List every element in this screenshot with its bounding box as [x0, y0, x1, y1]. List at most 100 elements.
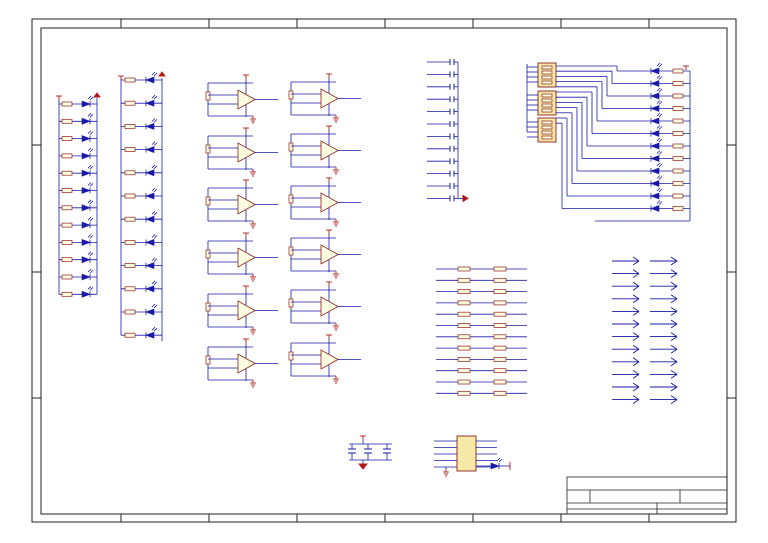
switch-segment: [541, 65, 553, 70]
arrow-head: [632, 357, 640, 363]
resistor-icon: [124, 309, 136, 315]
arrow-head: [670, 269, 678, 274]
led-body: [650, 205, 660, 212]
resistor-icon: [124, 147, 136, 152]
arrow-port-icon: [650, 269, 678, 278]
resistor-icon: [61, 170, 73, 176]
led-ray: [89, 96, 94, 101]
led-column-middle: [118, 71, 166, 342]
arrow-port-icon: [612, 319, 640, 329]
led-ray: [89, 200, 94, 205]
arrow-port-icon: [612, 294, 640, 304]
arrow-port-icon: [650, 281, 678, 291]
led-ray: [151, 210, 156, 215]
led-body: [81, 238, 91, 246]
resistor-icon: [205, 355, 211, 365]
driver-ic: [434, 435, 511, 477]
arrow-port-icon: [612, 344, 640, 354]
led-icon: [81, 95, 94, 108]
gnd-icon: [333, 167, 339, 175]
led-icon: [145, 326, 158, 339]
arrow-port-icon: [650, 307, 678, 316]
led-body: [650, 130, 660, 137]
resistor-icon: [672, 206, 684, 211]
led-ray: [496, 457, 501, 462]
opamp-icon: [205, 74, 278, 124]
gnd-icon: [250, 169, 256, 177]
resistor-icon: [288, 351, 294, 361]
led-ray: [153, 95, 158, 100]
ic-body: [456, 435, 477, 472]
resistor-icon: [493, 323, 507, 328]
opamp-icon: [205, 127, 278, 177]
resistor-icon: [61, 274, 73, 280]
resistor-icon: [493, 390, 507, 396]
led-icon: [81, 251, 94, 264]
led-icon: [650, 187, 663, 200]
arrow-head: [632, 399, 640, 404]
arrow-head: [670, 336, 678, 341]
opamp-icon: [288, 229, 361, 279]
arrow-head: [632, 344, 640, 350]
resistor-icon: [457, 323, 471, 328]
resistor-icon: [124, 263, 136, 268]
capacitor-bank: [427, 59, 469, 203]
led-body: [81, 187, 91, 194]
led-ray: [658, 163, 663, 168]
led-icon: [145, 234, 158, 246]
resistor-icon: [493, 289, 507, 294]
led-ray: [658, 88, 663, 93]
arrow-head: [670, 382, 678, 388]
opamp-icon: [288, 125, 361, 175]
led-body: [145, 238, 155, 246]
vcc-icon: [243, 127, 249, 132]
led-body: [145, 76, 155, 84]
resistor-icon: [124, 193, 136, 199]
led-ray: [89, 217, 94, 222]
resistor-icon: [205, 249, 211, 259]
arrow-head: [632, 273, 640, 278]
resistor-icon: [288, 142, 294, 152]
led-icon: [650, 75, 663, 87]
led-icon: [650, 175, 663, 187]
led-icon: [81, 234, 94, 246]
resistor-icon: [672, 131, 684, 136]
switch-segment: [541, 80, 553, 85]
gnd-icon: [333, 219, 339, 227]
resistor-icon: [672, 118, 684, 124]
switch-segment: [541, 108, 553, 113]
led-icon: [81, 199, 94, 212]
led-body: [81, 273, 91, 281]
led-icon: [81, 268, 94, 281]
resistor-icon: [288, 298, 294, 308]
vcc-icon: [56, 95, 62, 100]
vcc-icon: [326, 177, 332, 182]
led-icon: [650, 87, 663, 100]
led-ray: [87, 251, 92, 255]
led-icon: [650, 62, 663, 75]
resistor-icon: [288, 194, 294, 204]
arrow-head: [632, 382, 640, 388]
vcc-icon: [360, 435, 366, 440]
arrow-head: [670, 399, 678, 404]
led-body: [145, 331, 155, 339]
opamp-body: [320, 140, 339, 161]
arrow-head: [670, 256, 678, 262]
led-ray: [658, 101, 663, 105]
resistor-icon: [493, 300, 507, 306]
led-icon: [81, 147, 94, 160]
led-ray: [498, 458, 503, 463]
led-body: [490, 462, 500, 470]
resistor-icon: [61, 222, 73, 228]
arrow-port-icon: [612, 395, 640, 404]
led-ray: [658, 176, 663, 180]
arrow-head: [632, 319, 640, 325]
resistor-icon: [672, 181, 684, 186]
switch-segment: [541, 93, 553, 98]
arrow-port-icon: [650, 294, 678, 304]
led-ray: [89, 235, 94, 239]
resistor-icon: [457, 300, 471, 306]
arrow-head: [632, 395, 640, 400]
led-body: [145, 308, 155, 316]
led-ray: [151, 234, 156, 238]
